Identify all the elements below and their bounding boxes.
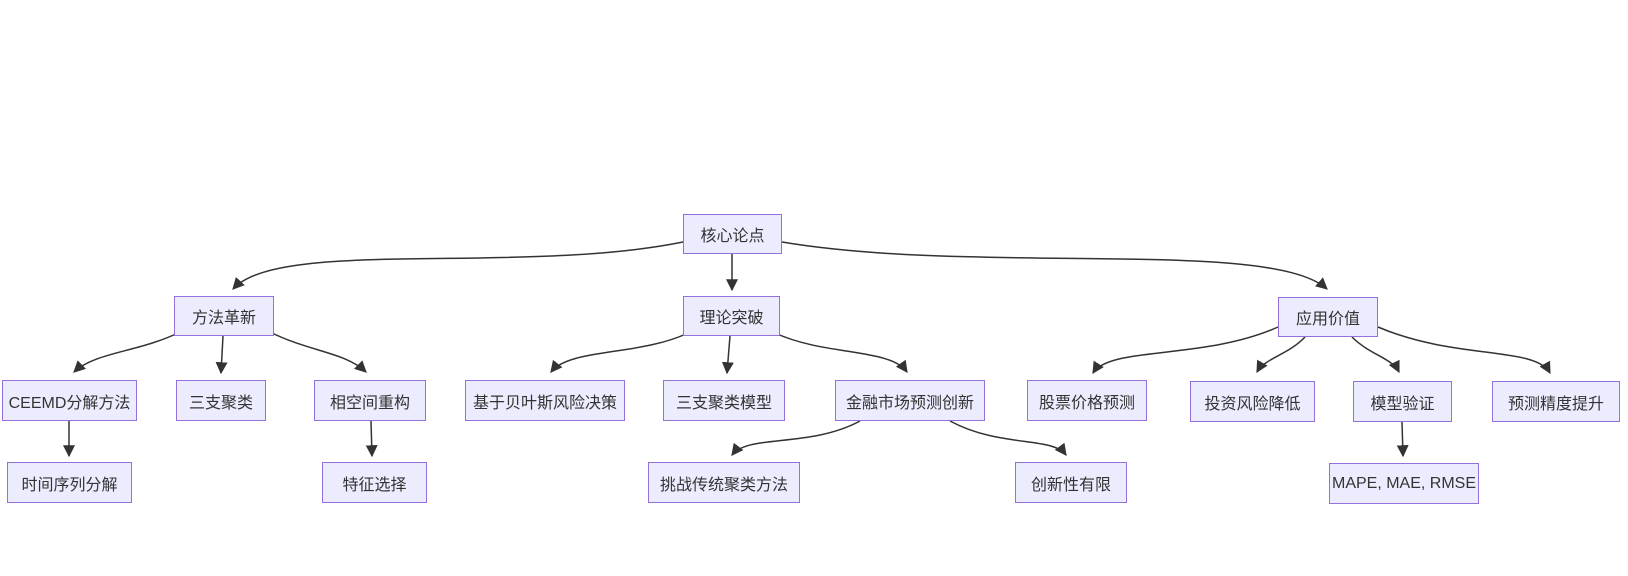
edge-application-stock xyxy=(1092,326,1279,375)
edge-method-phase xyxy=(269,331,367,373)
node-three-way-clustering: 三支聚类 xyxy=(176,380,266,421)
edge-fin-challenge xyxy=(731,420,861,456)
node-investment-risk-reduction: 投资风险降低 xyxy=(1190,381,1315,422)
edge-phase-feature xyxy=(365,420,378,458)
node-financial-market-prediction-innovation: 金融市场预测创新 xyxy=(835,380,985,421)
node-model-validation: 模型验证 xyxy=(1353,381,1452,422)
node-stock-price-prediction: 股票价格预测 xyxy=(1027,380,1147,421)
edge-fin-limited xyxy=(949,420,1067,456)
node-challenge-traditional-clustering: 挑战传统聚类方法 xyxy=(648,462,800,503)
edge-method-ceemd xyxy=(73,331,181,373)
node-limited-innovation: 创新性有限 xyxy=(1015,462,1127,503)
node-label: 模型验证 xyxy=(1370,395,1435,413)
node-label: 方法革新 xyxy=(191,310,256,327)
edge-application-validation xyxy=(1351,336,1400,374)
node-label: 挑战传统聚类方法 xyxy=(659,476,788,494)
node-label: 创新性有限 xyxy=(1030,476,1111,494)
node-label: 特征选择 xyxy=(342,476,407,494)
node-label: 股票价格预测 xyxy=(1038,394,1135,412)
node-label: 基于贝叶斯风险决策 xyxy=(472,394,617,412)
node-theory-breakthrough: 理论突破 xyxy=(683,296,780,336)
node-ceemd-decomposition: CEEMD分解方法 xyxy=(2,380,137,421)
node-prediction-accuracy-improvement: 预测精度提升 xyxy=(1492,381,1620,422)
node-bayesian-risk-decision: 基于贝叶斯风险决策 xyxy=(465,380,625,421)
node-label: 三支聚类模型 xyxy=(675,394,772,412)
edge-application-risk xyxy=(1256,336,1306,374)
node-label: 应用价值 xyxy=(1295,311,1360,328)
node-label: 三支聚类 xyxy=(188,394,253,412)
edge-method-threeway xyxy=(215,335,228,375)
edge-theory-twc-model xyxy=(721,335,734,375)
edge-theory-bayes xyxy=(550,332,689,373)
edge-application-accuracy xyxy=(1377,326,1551,375)
node-feature-selection: 特征选择 xyxy=(322,462,427,503)
node-method-innovation: 方法革新 xyxy=(174,296,274,336)
edge-validation-metrics xyxy=(1396,421,1409,458)
node-label: 投资风险降低 xyxy=(1204,395,1301,413)
node-application-value: 应用价值 xyxy=(1278,297,1378,337)
node-time-series-decomposition: 时间序列分解 xyxy=(7,462,132,503)
node-label: 金融市场预测创新 xyxy=(845,394,974,412)
node-label: 理论突破 xyxy=(699,310,764,327)
node-label: MAPE, MAE, RMSE xyxy=(1331,474,1477,492)
node-label: 核心论点 xyxy=(700,228,765,245)
node-three-way-clustering-model: 三支聚类模型 xyxy=(663,380,785,421)
node-label: 时间序列分解 xyxy=(21,476,118,494)
edge-root-method xyxy=(232,241,684,290)
node-label: 预测精度提升 xyxy=(1507,395,1604,413)
edge-root-application xyxy=(781,241,1328,290)
node-core-thesis: 核心论点 xyxy=(683,214,782,254)
node-error-metrics: MAPE, MAE, RMSE xyxy=(1329,463,1479,504)
node-phase-space-reconstruction: 相空间重构 xyxy=(314,380,426,421)
node-label: CEEMD分解方法 xyxy=(8,394,131,412)
node-label: 相空间重构 xyxy=(329,394,410,412)
edge-theory-fin xyxy=(774,332,908,373)
